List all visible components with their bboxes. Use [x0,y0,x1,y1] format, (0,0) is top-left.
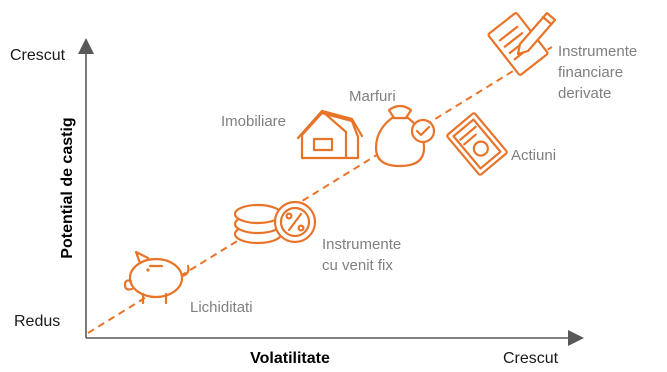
house-icon [296,109,364,160]
y-top-label: Crescut [10,47,66,64]
y-axis-title: Potential de castig [59,117,76,258]
derivate-label-line1: Instrumente [558,43,637,60]
venit-fix-label-line1: Instrumente [322,236,401,253]
coins-percent-icon [233,200,317,245]
contract-pen-icon [487,11,557,76]
actiuni-label: Actiuni [511,147,556,164]
lichiditati-label: Lichiditati [190,299,253,316]
money-bag-icon [374,104,436,168]
derivate-label-line2: financiare [558,64,623,81]
imobiliare-label: Imobiliare [221,113,286,130]
marfuri-label: Marfuri [349,88,396,105]
x-right-label: Crescut [503,350,559,367]
derivate-label-line3: derivate [558,85,611,102]
y-bottom-label: Redus [14,313,60,330]
venit-fix-label-line2: cu venit fix [322,257,393,274]
certificate-icon [446,112,508,176]
piggy-bank-icon [123,250,190,305]
x-axis-title: Volatilitate [250,350,330,367]
